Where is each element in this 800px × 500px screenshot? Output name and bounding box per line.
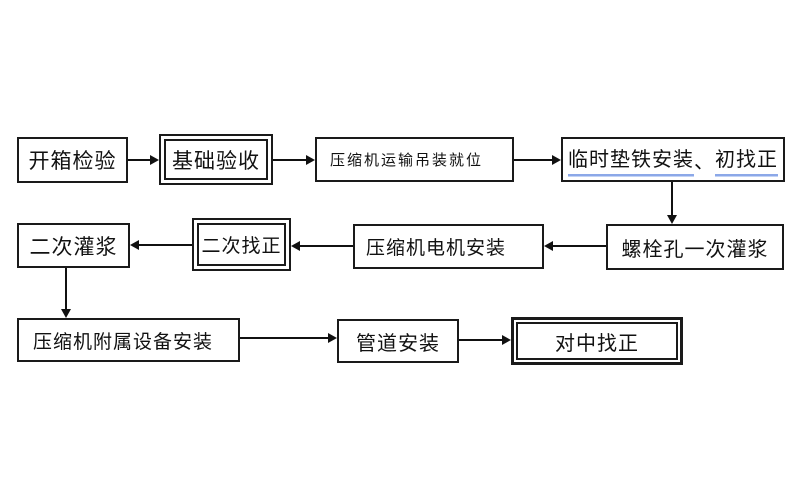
- node-secondary-grouting: 二次灌浆: [17, 223, 130, 268]
- node-label: 对中找正: [555, 330, 639, 355]
- arrowhead-down-icon: [667, 215, 677, 224]
- arrow-bolt-grouting-to-motor: [553, 245, 606, 247]
- node-label: 压缩机电机安装: [366, 237, 507, 259]
- arrowhead-right-icon: [552, 155, 561, 165]
- node-label-underlined-segment: 临时垫铁安装: [568, 143, 694, 176]
- arrow-transport-to-temp-pads: [514, 159, 552, 161]
- node-auxiliary-equipment-installation: 压缩机附属设备安装: [17, 318, 240, 362]
- node-label-underlined-segment: 初找正: [715, 143, 778, 176]
- arrow-aux-to-pipe: [240, 337, 328, 339]
- node-temporary-pads-initial-alignment: 临时垫铁安装、初找正: [561, 137, 785, 182]
- arrowhead-left-icon: [130, 240, 139, 250]
- arrow-second-grouting-to-aux: [65, 268, 67, 309]
- arrowhead-left-icon: [291, 241, 300, 251]
- node-secondary-alignment: 二次找正: [192, 218, 291, 271]
- node-label: 二次灌浆: [29, 234, 118, 259]
- node-centering-alignment: 对中找正: [511, 317, 683, 365]
- arrow-second-align-to-second-grouting: [139, 244, 192, 246]
- node-motor-installation: 压缩机电机安装: [353, 224, 544, 269]
- node-foundation-acceptance: 基础验收: [159, 134, 273, 185]
- node-label: 压缩机附属设备安装: [33, 330, 214, 353]
- node-label: 管道安装: [356, 330, 440, 355]
- node-label-separator: 、: [694, 149, 715, 173]
- node-label: 开箱检验: [28, 149, 117, 173]
- arrowhead-right-icon: [328, 333, 337, 343]
- node-transport-hoisting: 压缩机运输吊装就位: [315, 137, 514, 182]
- arrowhead-right-icon: [306, 155, 315, 165]
- node-label: 二次找正: [201, 235, 282, 257]
- arrow-foundation-to-transport: [273, 159, 306, 161]
- arrow-unpacking-to-foundation: [128, 159, 150, 161]
- node-unpacking-inspection: 开箱检验: [17, 137, 128, 183]
- arrowhead-right-icon: [502, 335, 511, 345]
- node-bolt-hole-first-grouting: 螺栓孔一次灌浆: [606, 224, 784, 270]
- arrowhead-right-icon: [150, 155, 159, 165]
- arrow-temp-pads-to-bolt-grouting: [671, 182, 673, 215]
- arrowhead-down-icon: [61, 309, 71, 318]
- arrow-motor-to-second-align: [300, 245, 353, 247]
- arrow-pipe-to-centering: [459, 339, 502, 341]
- node-label: 基础验收: [172, 148, 260, 173]
- arrowhead-left-icon: [544, 241, 553, 251]
- node-label: 压缩机运输吊装就位: [330, 151, 484, 169]
- node-pipeline-installation: 管道安装: [337, 319, 459, 363]
- node-label: 螺栓孔一次灌浆: [621, 236, 769, 261]
